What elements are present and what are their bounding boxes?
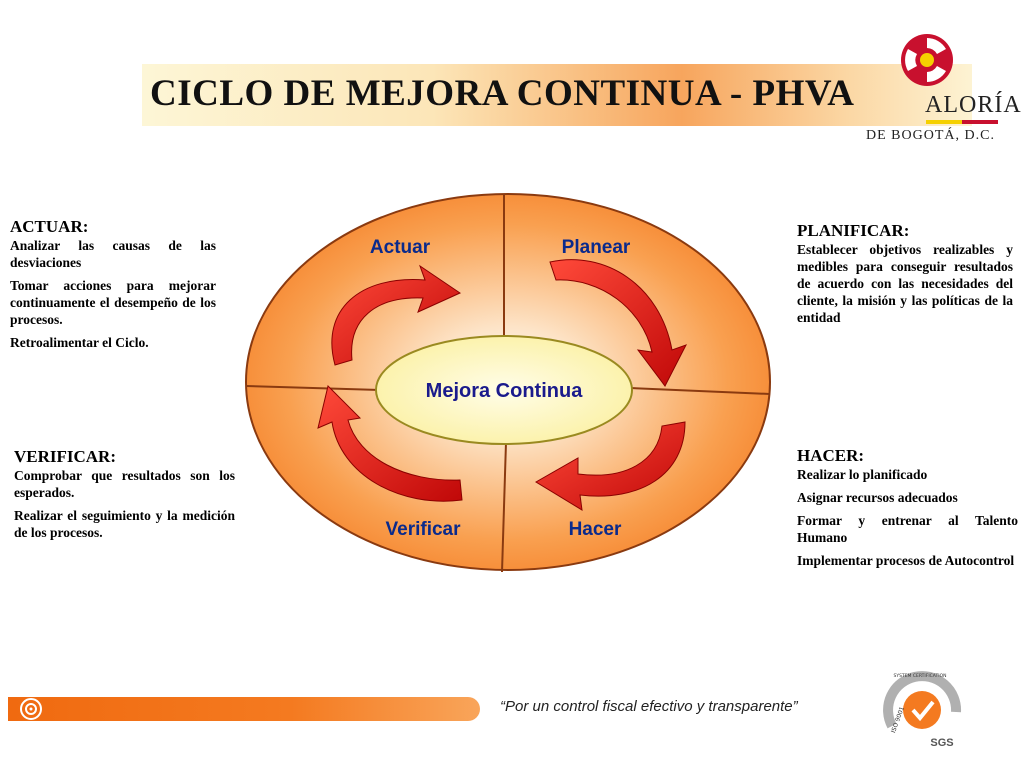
actuar-heading: ACTUAR:	[10, 217, 89, 236]
verificar-item: Comprobar que resultados son los esperad…	[14, 468, 235, 500]
hacer-item: Realizar lo planificado	[797, 467, 928, 482]
planificar-item: Establecer objetivos realizables y medib…	[797, 242, 1013, 325]
curved-arrow-verificar-icon	[317, 385, 463, 502]
contraloria-logo-icon	[901, 34, 953, 86]
quadrant-label-hacer: Hacer	[569, 519, 622, 540]
planificar-heading: PLANIFICAR:	[797, 221, 910, 240]
hacer-item: Formar y entrenar al Talento Humano	[797, 513, 1018, 545]
footer-bar	[8, 697, 480, 721]
actuar-item: Analizar las causas de las desviaciones	[10, 238, 216, 270]
hacer-item: Implementar procesos de Autocontrol	[797, 553, 1015, 568]
planificar-block: PLANIFICAR: Establecer objetivos realiza…	[797, 222, 1013, 332]
page-title: CICLO DE MEJORA CONTINUA - PHVA	[150, 73, 855, 114]
hacer-item: Asignar recursos adecuados	[797, 490, 958, 505]
curved-arrow-planear-icon	[549, 259, 688, 387]
sgs-certification-seal-icon: SYSTEM CERTIFICATION ISO 9001 SGS	[883, 671, 962, 749]
verificar-heading: VERIFICAR:	[14, 447, 116, 466]
footer-slogan: “Por un control fiscal efectivo y transp…	[500, 698, 798, 715]
center-label: Mejora Continua	[426, 380, 584, 402]
divider-horizontal-left	[245, 385, 381, 391]
phva-cycle-diagram: Mejora Continua Actuar Planear Verificar…	[245, 193, 771, 573]
divider-horizontal-right	[629, 387, 771, 395]
hacer-heading: HACER:	[797, 446, 865, 465]
logo-text-primary: ALORÍA	[925, 92, 1022, 118]
logo-text-secondary: DE BOGOTÁ, D.C.	[866, 128, 995, 143]
actuar-block: ACTUAR: Analizar las causas de las desvi…	[10, 218, 216, 357]
seal-cert-text: SYSTEM CERTIFICATION	[894, 673, 947, 679]
curved-arrow-hacer-icon	[535, 421, 686, 511]
actuar-item: Retroalimentar el Ciclo.	[10, 335, 149, 350]
seal-sgs-text: SGS	[930, 737, 953, 749]
verificar-block: VERIFICAR: Comprobar que resultados son …	[14, 448, 235, 547]
actuar-item: Tomar acciones para mejorar continuament…	[10, 278, 216, 327]
quadrant-label-verificar: Verificar	[386, 519, 462, 540]
curved-arrow-actuar-icon	[331, 264, 462, 366]
hacer-block: HACER: Realizar lo planificado Asignar r…	[797, 447, 1018, 575]
quadrant-label-planear: Planear	[562, 237, 631, 258]
footer-logo-icon	[20, 698, 42, 720]
divider-vertical-bottom	[501, 441, 507, 573]
quadrant-label-actuar: Actuar	[370, 237, 431, 258]
center-ellipse	[375, 335, 633, 445]
verificar-item: Realizar el seguimiento y la medición de…	[14, 508, 235, 540]
logo-flag-stripe	[926, 120, 998, 124]
title-banner	[142, 64, 972, 126]
